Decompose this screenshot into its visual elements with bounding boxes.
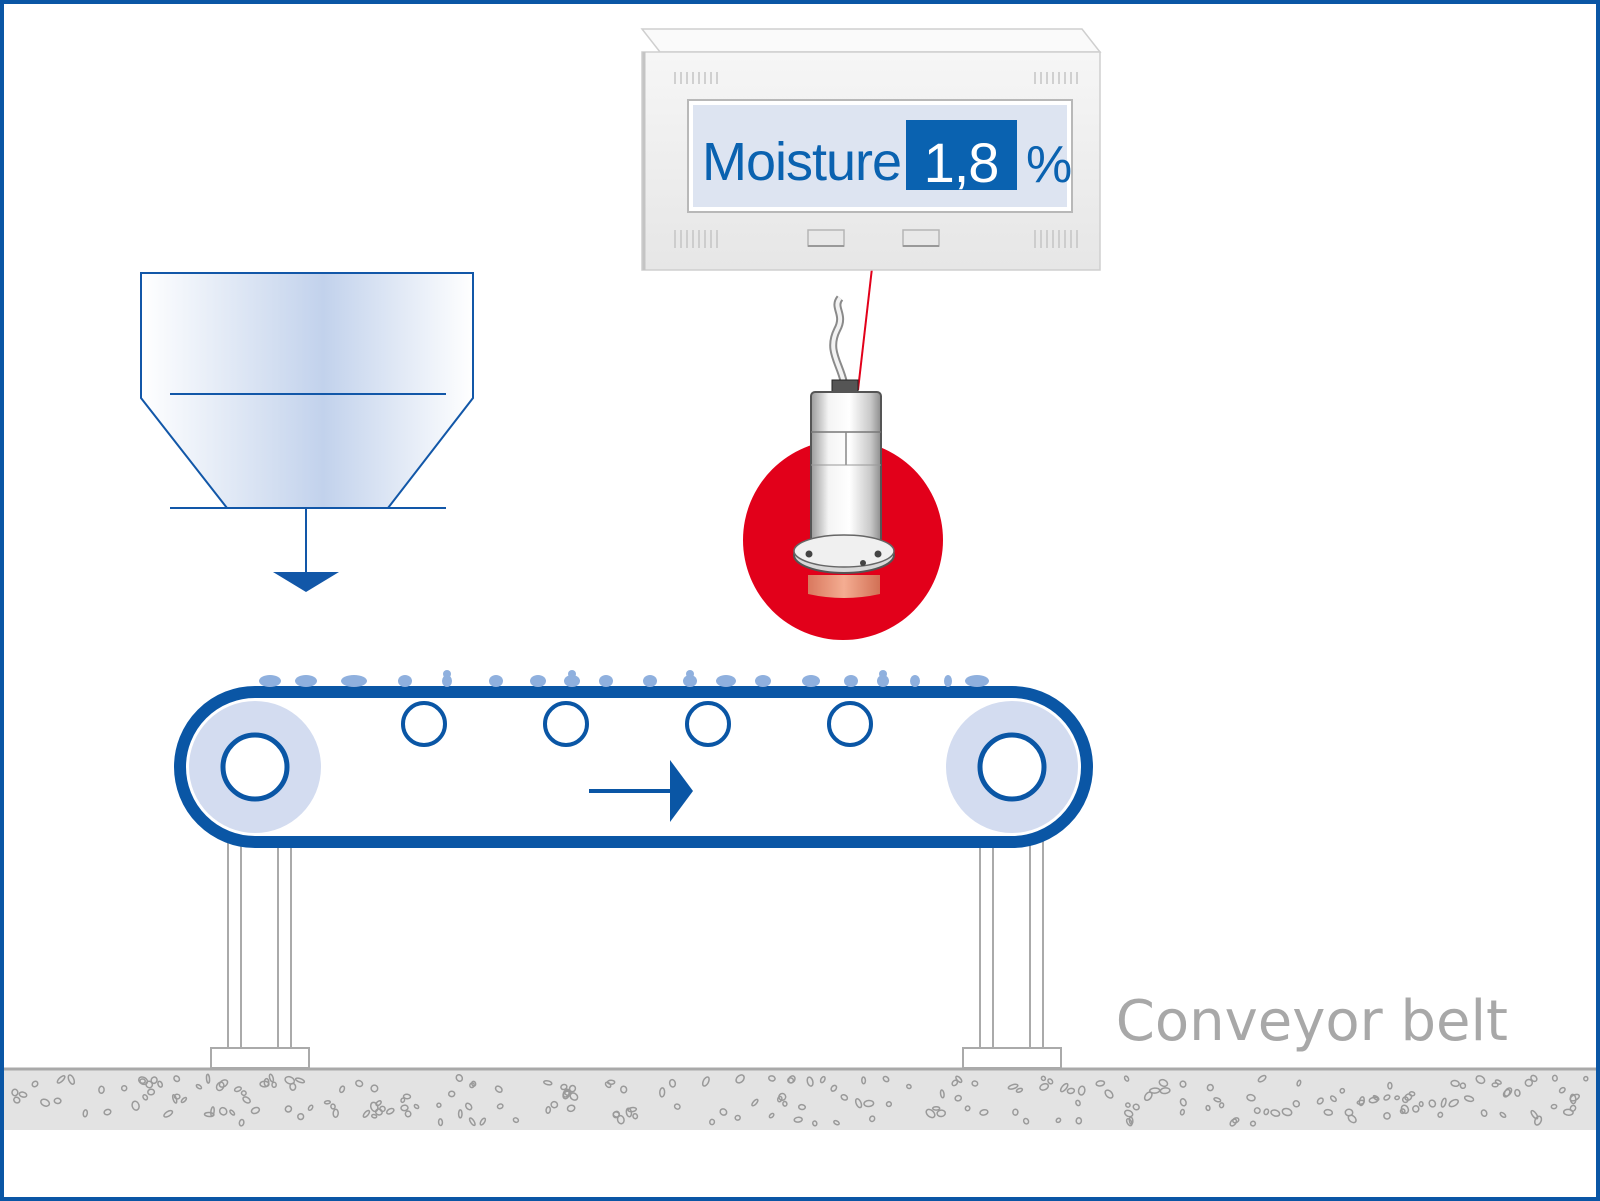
moisture-display-unit: Moisture 1,8 % bbox=[640, 28, 1102, 271]
moisture-sensor-icon bbox=[743, 295, 943, 640]
conveyor-belt bbox=[174, 686, 1093, 848]
display-button-left[interactable] bbox=[807, 229, 845, 247]
arrow-right-icon bbox=[589, 760, 693, 822]
display-value: 1,8 bbox=[924, 131, 999, 194]
caption-conveyor-belt: Conveyor belt bbox=[1116, 989, 1508, 1054]
display-unit: % bbox=[1026, 136, 1072, 194]
arrow-down-icon bbox=[273, 508, 339, 592]
conveyor-support-left bbox=[210, 840, 310, 1069]
display-button-right[interactable] bbox=[902, 229, 940, 247]
signal-line bbox=[857, 267, 873, 391]
display-label: Moisture bbox=[702, 132, 901, 192]
hopper-icon bbox=[140, 272, 474, 592]
conveyor-support-right bbox=[962, 840, 1062, 1069]
ground-floor bbox=[4, 1067, 1596, 1130]
bulk-material bbox=[259, 670, 989, 687]
display-value-box bbox=[906, 120, 1017, 190]
idler-rollers bbox=[401, 701, 873, 747]
